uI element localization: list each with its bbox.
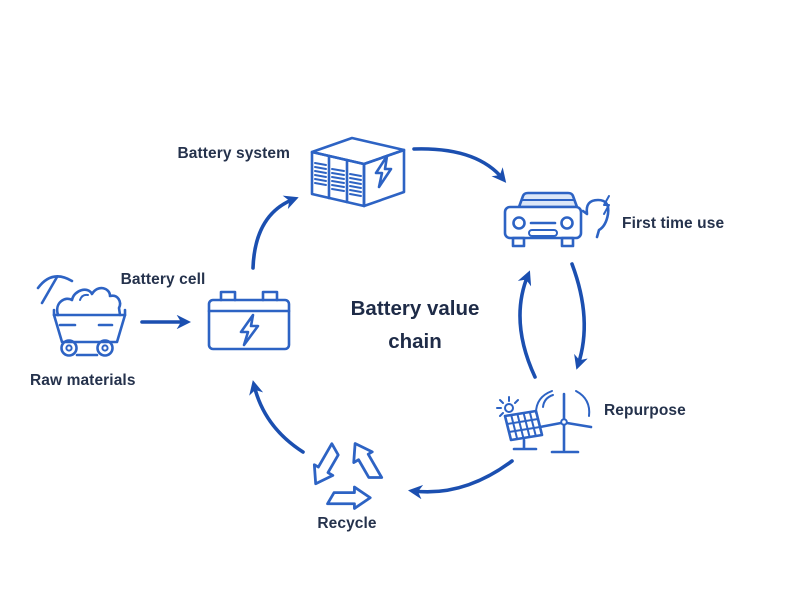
battery-system-label: Battery system (177, 145, 290, 162)
recycle-arrows-icon (312, 442, 384, 510)
diagram-title: Battery value chain (330, 292, 500, 358)
recycle-label: Recycle (317, 515, 377, 532)
node-battery-cell (205, 289, 293, 353)
raw-materials-label: Raw materials (30, 372, 136, 389)
arrow-repurpose-to-firstuse (517, 270, 537, 379)
mine-cart-icon (36, 275, 127, 357)
diagram-title-line1: Battery value (350, 297, 480, 320)
first-time-use-label: First time use (622, 215, 725, 232)
battery-cell-label: Battery cell (120, 271, 206, 288)
solar-panel-wind-turbine-icon (496, 390, 593, 454)
node-recycle (308, 436, 386, 514)
arrow-cell-to-system (251, 195, 299, 270)
arrow-repurpose-to-recycle (407, 459, 514, 500)
diagram-title-line2: chain (388, 330, 442, 353)
node-battery-system (306, 132, 410, 208)
node-raw-materials (28, 270, 140, 362)
node-first-time-use (503, 190, 615, 250)
node-repurpose (496, 386, 594, 456)
repurpose-label: Repurpose (604, 402, 686, 419)
car-battery-icon (207, 290, 291, 351)
ev-car-charging-icon (503, 191, 610, 248)
arrow-recycle-to-cell (249, 380, 305, 454)
arrow-firstuse-to-repurpose (570, 262, 588, 370)
battery-pack-box-icon (310, 136, 406, 208)
arrow-system-to-firstuse (412, 147, 507, 183)
